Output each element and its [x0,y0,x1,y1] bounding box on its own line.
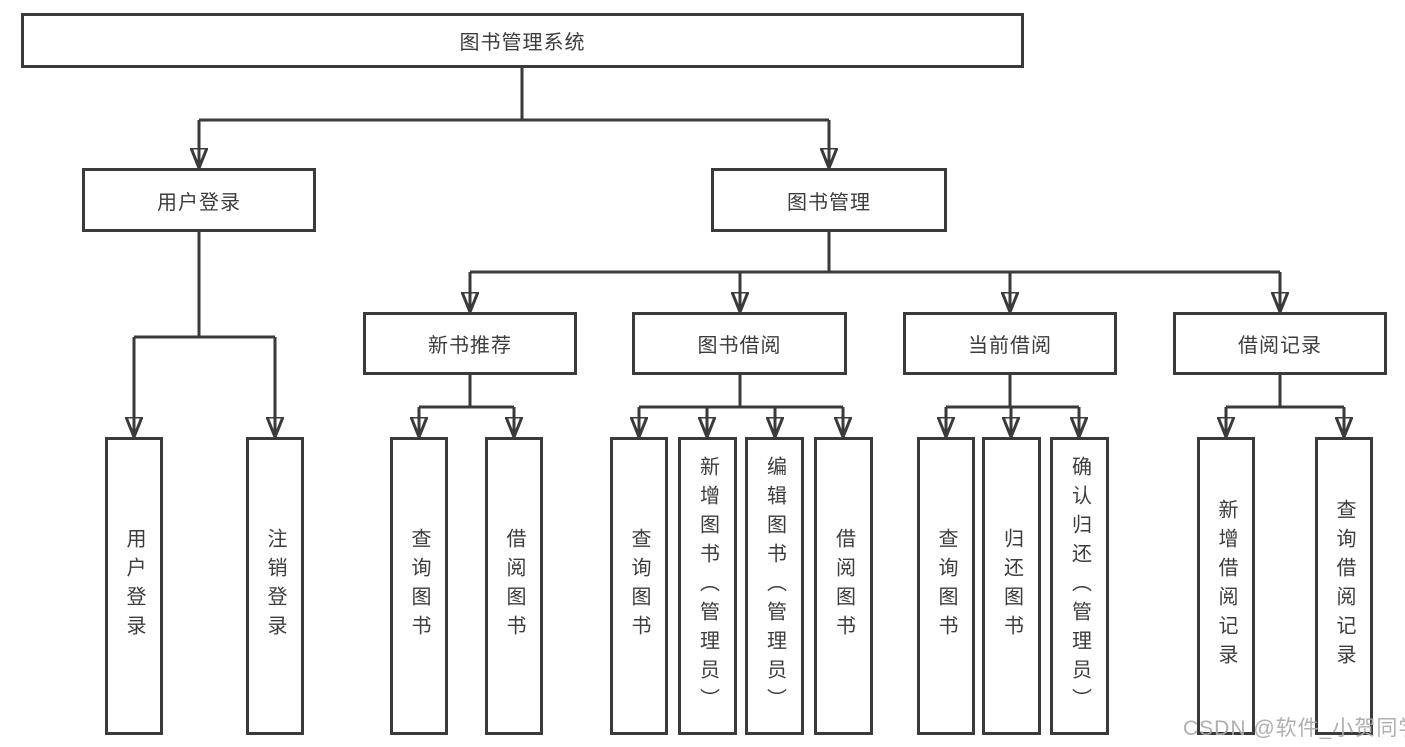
node-cb-confirm-return-admin-label: 确认归还（管理员） [1068,455,1091,717]
node-current-borrow: 当前借阅 [903,312,1117,375]
node-book-borrow-label: 图书借阅 [697,335,782,357]
watermark: CSDN @软件_小贺同学 [1183,717,1405,740]
node-bb-query-books-label: 查询图书 [628,528,650,644]
node-br-query-record-label: 查询借阅记录 [1333,499,1355,673]
node-rec-query-books: 查询图书 [390,437,448,735]
node-leaf-user-login-label: 用户登录 [123,528,145,644]
node-borrow-records: 借阅记录 [1173,312,1387,375]
node-root: 图书管理系统 [21,13,1024,68]
node-bb-edit-books-admin: 编辑图书（管理员） [745,437,804,735]
node-rec-query-books-label: 查询图书 [408,528,430,644]
node-bb-query-books: 查询图书 [610,437,668,735]
node-leaf-logout-label: 注销登录 [264,528,286,644]
node-user-login-label: 用户登录 [157,191,241,214]
node-bb-edit-books-admin-label: 编辑图书（管理员） [763,455,786,717]
node-root-label: 图书管理系统 [459,32,586,54]
node-br-add-record: 新增借阅记录 [1197,437,1255,735]
node-borrow-records-label: 借阅记录 [1238,335,1322,357]
node-cb-confirm-return-admin: 确认归还（管理员） [1050,437,1109,735]
node-bb-borrow-books: 借阅图书 [814,437,873,735]
node-bb-borrow-books-label: 借阅图书 [832,528,855,644]
node-leaf-logout: 注销登录 [246,437,304,735]
node-br-query-record: 查询借阅记录 [1315,437,1373,735]
node-rec-borrow-books-label: 借阅图书 [503,528,525,644]
node-cb-return-books-label: 归还图书 [1000,528,1023,644]
node-book-mgmt: 图书管理 [711,168,947,232]
node-leaf-user-login: 用户登录 [105,437,163,735]
node-book-borrow: 图书借阅 [632,312,847,375]
node-bb-add-books-admin: 新增图书（管理员） [678,437,737,735]
node-user-login: 用户登录 [82,168,316,232]
node-rec-borrow-books: 借阅图书 [485,437,543,735]
node-current-borrow-label: 当前借阅 [968,335,1052,357]
node-br-add-record-label: 新增借阅记录 [1215,499,1237,673]
node-book-mgmt-label: 图书管理 [787,191,871,214]
node-cb-query-books: 查询图书 [917,437,975,735]
node-cb-return-books: 归还图书 [982,437,1041,735]
node-new-book-recommend: 新书推荐 [363,312,577,375]
node-cb-query-books-label: 查询图书 [935,528,957,644]
node-new-book-recommend-label: 新书推荐 [428,335,512,357]
node-bb-add-books-admin-label: 新增图书（管理员） [696,455,719,717]
